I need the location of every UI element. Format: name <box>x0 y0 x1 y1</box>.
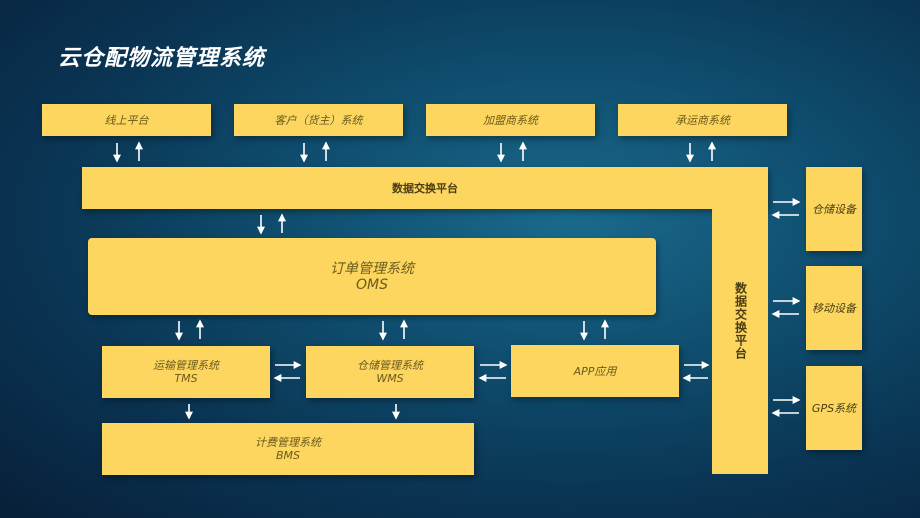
carrier-system-box: 承运商系统 <box>618 104 787 136</box>
app-name: APP应用 <box>573 364 617 378</box>
bms-code: BMS <box>275 449 301 462</box>
customer-system-label: 客户（货主）系统 <box>274 113 363 127</box>
tms-code: TMS <box>174 372 198 385</box>
page-title: 云仓配物流管理系统 <box>58 46 266 71</box>
franchise-system-label: 加盟商系统 <box>483 113 538 127</box>
bms-name: 计费管理系统 <box>255 436 321 449</box>
tms-box: 运输管理系统 TMS <box>102 346 270 398</box>
data-exchange-horizontal: 数据交换平台 <box>82 167 768 209</box>
customer-system-box: 客户（货主）系统 <box>234 104 403 136</box>
wms-name: 仓储管理系统 <box>357 359 423 372</box>
franchise-system-box: 加盟商系统 <box>426 104 595 136</box>
wms-code: WMS <box>376 372 404 385</box>
oms-name: 订单管理系统 <box>330 260 414 277</box>
gps-system-box: GPS系统 <box>806 366 862 450</box>
carrier-system-label: 承运商系统 <box>675 113 730 127</box>
mobile-device-label: 移动设备 <box>812 301 856 315</box>
data-exchange-horizontal-label: 数据交换平台 <box>392 181 458 195</box>
data-exchange-vertical-label: 数据交换平台 <box>733 281 748 360</box>
data-exchange-vertical: 数据交换平台 <box>712 167 768 474</box>
gps-system-label: GPS系统 <box>811 401 857 415</box>
mobile-device-box: 移动设备 <box>806 266 862 350</box>
warehouse-equipment-box: 仓储设备 <box>806 167 862 251</box>
app-box: APP应用 <box>511 345 679 397</box>
oms-box: 订单管理系统 OMS <box>88 238 656 315</box>
tms-name: 运输管理系统 <box>153 359 219 372</box>
wms-box: 仓储管理系统 WMS <box>306 346 474 398</box>
oms-code: OMS <box>356 276 388 293</box>
bms-box: 计费管理系统 BMS <box>102 423 474 475</box>
online-platform-label: 线上平台 <box>104 113 149 127</box>
online-platform-box: 线上平台 <box>42 104 211 136</box>
warehouse-equipment-label: 仓储设备 <box>812 202 856 216</box>
